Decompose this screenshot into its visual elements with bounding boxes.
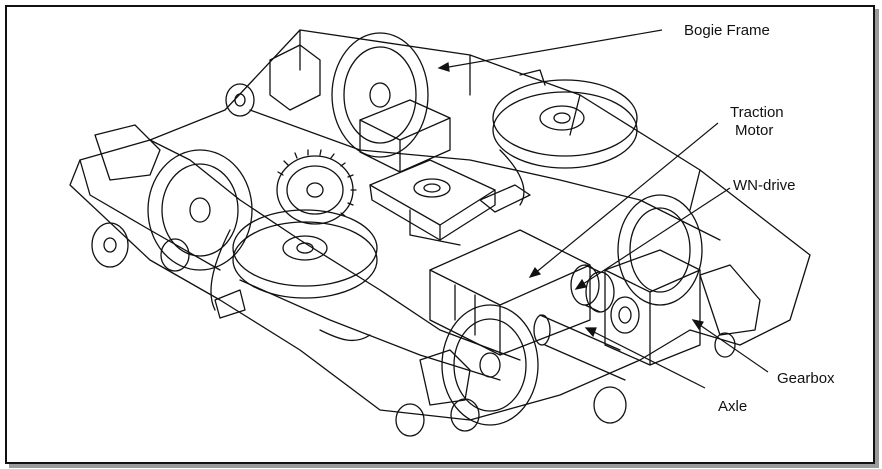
gearbox-housing bbox=[604, 249, 701, 366]
primary-springs bbox=[91, 83, 736, 437]
label-bogie-frame: Bogie Frame bbox=[684, 22, 770, 39]
leader-bogie-frame bbox=[442, 29, 663, 69]
leader-wn-drive bbox=[579, 187, 731, 287]
arrowhead-traction-motor bbox=[528, 266, 542, 278]
air-spring-right bbox=[492, 79, 638, 169]
rear-right-wheel bbox=[617, 194, 703, 306]
front-right-wheel bbox=[441, 304, 539, 426]
center-pivot bbox=[369, 159, 496, 246]
wn-drive-coupling bbox=[570, 264, 615, 313]
rear-left-wheel bbox=[331, 32, 429, 158]
leader-axle bbox=[589, 329, 706, 389]
traction-motor-rear bbox=[359, 99, 451, 173]
arrowhead-bogie-frame bbox=[437, 62, 450, 72]
axle-shaft bbox=[533, 314, 626, 381]
label-axle: Axle bbox=[718, 398, 747, 415]
leader-gearbox bbox=[696, 322, 769, 373]
traction-motor bbox=[429, 229, 591, 356]
leader-lines bbox=[437, 29, 769, 389]
front-left-wheel bbox=[147, 149, 253, 271]
leader-traction-motor bbox=[533, 122, 719, 275]
label-traction-motor-line1: Traction bbox=[730, 104, 784, 121]
label-traction-motor-line2: Motor bbox=[735, 122, 773, 139]
arrowhead-wn-drive bbox=[574, 278, 587, 290]
arrowhead-gearbox bbox=[691, 319, 704, 331]
arrowhead-axle bbox=[584, 327, 597, 338]
piping bbox=[210, 69, 546, 342]
brake-units bbox=[94, 44, 761, 406]
gear-disc bbox=[276, 149, 357, 225]
label-gearbox: Gearbox bbox=[777, 370, 835, 387]
label-wn-drive: WN-drive bbox=[733, 177, 796, 194]
bogie-frame-outline bbox=[69, 29, 811, 421]
air-spring-left bbox=[232, 209, 378, 299]
